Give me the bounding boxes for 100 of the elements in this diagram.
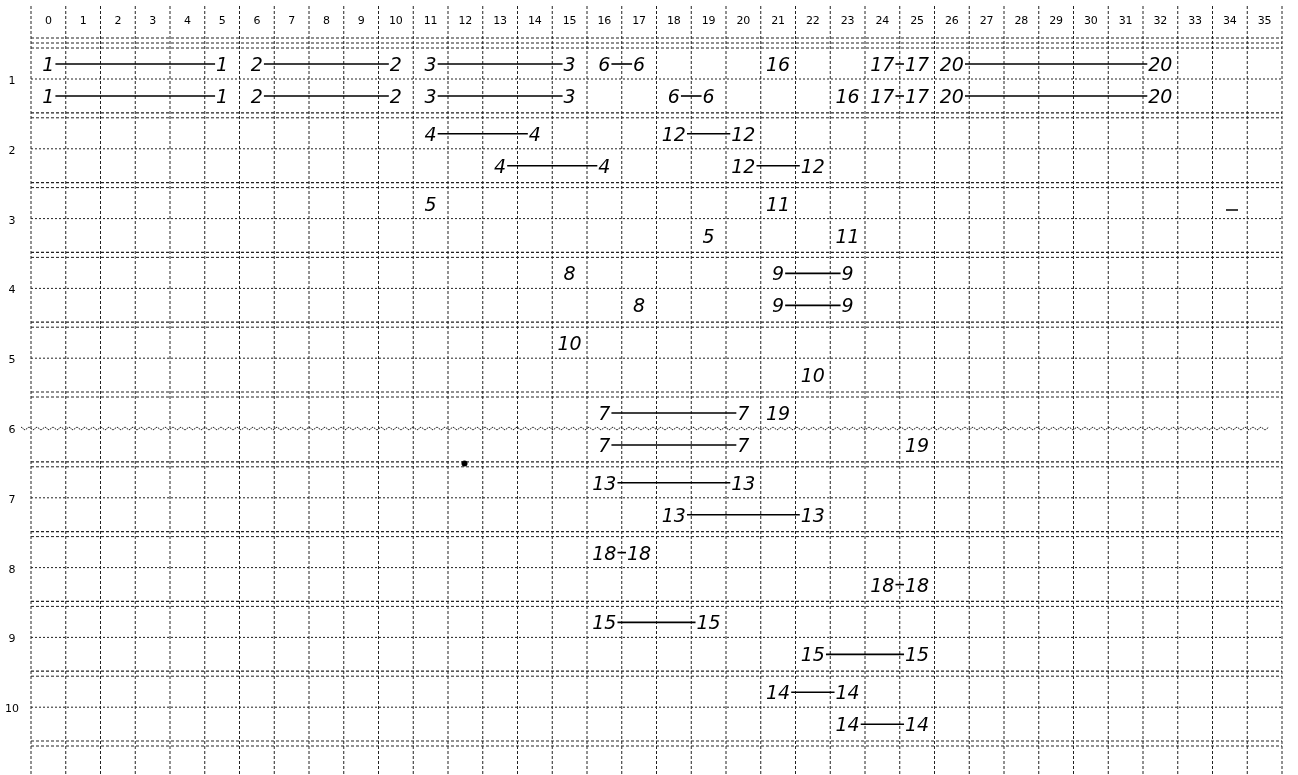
- column-number: 3: [149, 14, 157, 26]
- row-number: 1: [8, 74, 16, 86]
- column-number: 14: [527, 14, 542, 26]
- activity-number: 17: [905, 54, 930, 74]
- duration-line: [859, 723, 905, 725]
- column-number: 27: [979, 14, 994, 26]
- activity-number: 13: [592, 473, 617, 493]
- column-number: 9: [357, 14, 365, 26]
- column-number: 15: [562, 14, 577, 26]
- column-number: 24: [875, 14, 890, 26]
- column-number: 20: [736, 14, 751, 26]
- activity-number: 5: [702, 226, 715, 246]
- column-number: 11: [423, 14, 438, 26]
- column-number: 2: [114, 14, 122, 26]
- activity-number: 12: [731, 156, 756, 176]
- activity-number: 9: [772, 263, 785, 283]
- row-number: 9: [8, 632, 16, 644]
- column-number: 31: [1118, 14, 1133, 26]
- activity-number: 15: [800, 644, 825, 664]
- duration-line: [506, 165, 599, 167]
- column-number: 10: [388, 14, 403, 26]
- activity-number: 6: [633, 54, 646, 74]
- column-number: 4: [183, 14, 191, 26]
- activity-number: 17: [905, 86, 930, 106]
- activity-number: 7: [737, 435, 750, 455]
- column-number: 1: [79, 14, 87, 26]
- activity-number: 15: [696, 612, 721, 632]
- column-number: 16: [597, 14, 612, 26]
- activity-number: 2: [250, 54, 263, 74]
- duration-line: [263, 95, 390, 97]
- activity-number: 1: [42, 54, 55, 74]
- activity-number: 8: [633, 295, 646, 315]
- row-number: 4: [8, 283, 16, 295]
- activity-number: 8: [563, 263, 576, 283]
- activity-number: 13: [731, 473, 756, 493]
- column-number: 29: [1049, 14, 1064, 26]
- activity-number: 7: [737, 403, 750, 423]
- row-number: 2: [8, 144, 16, 156]
- duration-line: [784, 272, 842, 275]
- activity-number: 13: [800, 505, 825, 525]
- column-number: 30: [1083, 14, 1098, 26]
- duration-line: [610, 444, 738, 446]
- row-number: 10: [5, 702, 19, 714]
- column-number: 25: [910, 14, 925, 26]
- duration-line: [616, 621, 697, 624]
- column-number: 17: [632, 14, 647, 26]
- column-number: 19: [701, 14, 716, 26]
- duration-line: [894, 583, 905, 586]
- activity-number: 11: [835, 226, 860, 246]
- duration-line: [616, 482, 732, 484]
- activity-number: 16: [835, 86, 860, 106]
- duration-line: [755, 165, 801, 167]
- column-number: 32: [1153, 14, 1168, 26]
- duration-line: [686, 514, 801, 516]
- column-number: 34: [1222, 14, 1237, 26]
- duration-line: [894, 63, 905, 65]
- activity-number: 14: [766, 682, 791, 702]
- activity-number: 4: [424, 124, 437, 144]
- column-number: 23: [840, 14, 855, 26]
- activity-number: 3: [424, 54, 437, 74]
- row-number: 3: [8, 214, 16, 226]
- activity-number: 19: [766, 403, 791, 423]
- duration-line: [610, 412, 738, 414]
- activity-number: 10: [800, 365, 825, 385]
- activity-number: 4: [598, 156, 611, 176]
- column-number: 0: [44, 14, 52, 26]
- activity-number: 20: [939, 86, 964, 106]
- activity-number: 2: [250, 86, 263, 106]
- activity-number: 14: [835, 714, 860, 734]
- activity-number: 6: [702, 86, 715, 106]
- activity-number: 11: [766, 194, 791, 214]
- duration-line: [436, 133, 529, 135]
- duration-line: [616, 551, 627, 554]
- activity-number: 5: [424, 194, 437, 214]
- activity-number: 6: [598, 54, 611, 74]
- activity-number: 6: [667, 86, 680, 106]
- activity-number: 3: [424, 86, 437, 106]
- column-number: 28: [1014, 14, 1029, 26]
- activity-number: 7: [598, 435, 611, 455]
- column-number: 21: [771, 14, 786, 26]
- activity-number: 14: [835, 682, 860, 702]
- column-number: 22: [805, 14, 820, 26]
- column-number: 35: [1257, 14, 1272, 26]
- activity-number: 7: [598, 403, 611, 423]
- duration-line: [680, 95, 703, 97]
- activity-number: 3: [563, 54, 576, 74]
- activity-number: 3: [563, 86, 576, 106]
- activity-number: 9: [841, 263, 854, 283]
- duration-line: [54, 63, 216, 65]
- duration-line: [784, 304, 842, 307]
- activity-number: 9: [772, 295, 785, 315]
- activity-number: 9: [841, 295, 854, 315]
- column-number: 7: [288, 14, 296, 26]
- duration-line: [964, 63, 1149, 65]
- column-number: 33: [1188, 14, 1203, 26]
- column-number: 6: [253, 14, 261, 26]
- activity-number: 17: [870, 86, 895, 106]
- activity-number: 18: [870, 575, 895, 595]
- row-number: 7: [8, 493, 16, 505]
- column-number: 26: [944, 14, 959, 26]
